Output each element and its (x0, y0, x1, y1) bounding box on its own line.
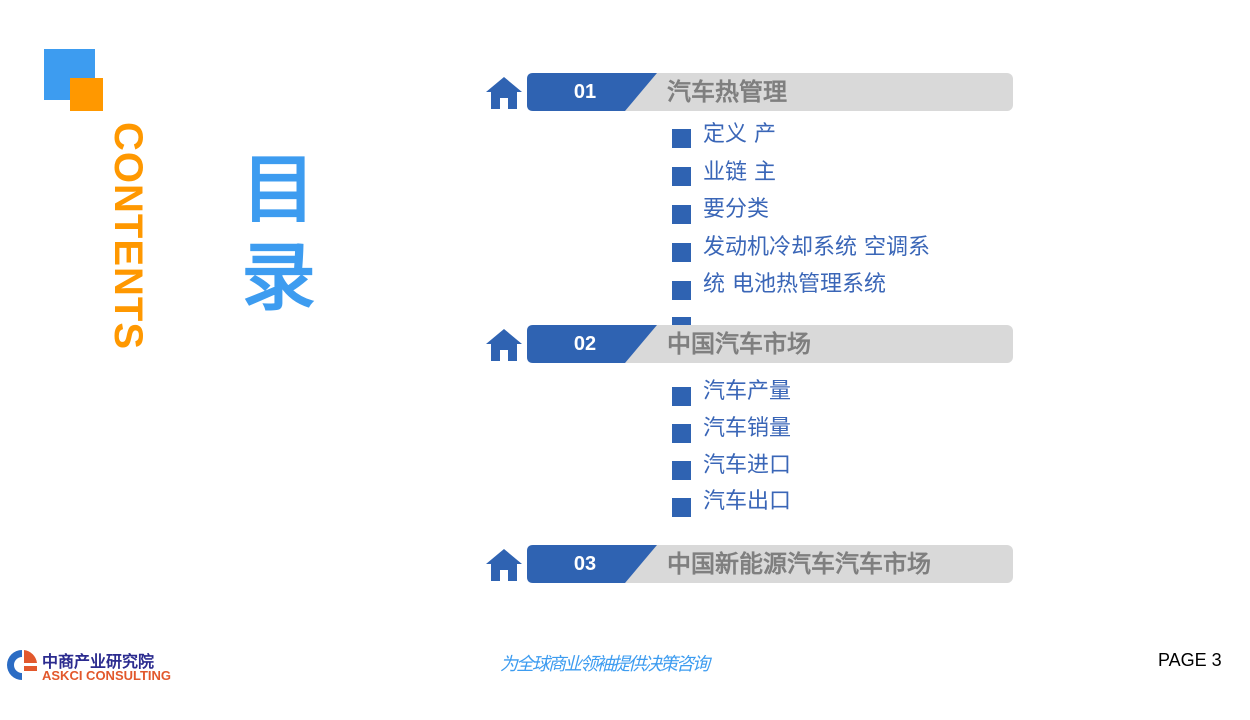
bullet-icon (672, 167, 691, 186)
logo-text-en: ASKCI CONSULTING (42, 668, 172, 683)
section-title: 中国汽车市场 (667, 330, 811, 358)
section-title: 中国新能源汽车汽车市场 (667, 550, 931, 578)
bullet-icon (672, 129, 691, 148)
list-item[interactable]: 汽车出口 (703, 489, 792, 514)
bullet-icon (672, 243, 691, 262)
section-number: 03 (573, 553, 597, 575)
bullet-icon (672, 281, 691, 300)
list-item[interactable]: 汽车进口 (703, 453, 792, 478)
list-item[interactable]: 统 电池热管理系统 (703, 272, 886, 297)
section-01[interactable]: 01 汽车热管理 (485, 73, 1015, 113)
section-03[interactable]: 03 中国新能源汽车汽车市场 (485, 545, 1015, 585)
home-icon (486, 329, 522, 361)
section-number: 01 (573, 81, 597, 103)
toc-heading: 目录 (229, 150, 315, 326)
home-icon (486, 549, 522, 581)
bullet-icon (672, 498, 691, 517)
list-item[interactable]: 发动机冷却系统 空调系 (703, 235, 930, 260)
section-number-tab (527, 73, 657, 111)
slogan: 为全球商业领袖提供决策咨询 (500, 654, 710, 675)
section-02[interactable]: 02 中国汽车市场 (485, 325, 1015, 365)
decor-square-orange (70, 78, 103, 111)
section-number-tab (527, 545, 657, 583)
home-icon (486, 77, 522, 109)
company-logo: 中商产业研究院 ASKCI CONSULTING (6, 646, 176, 686)
logo-mark-icon (7, 650, 37, 680)
contents-heading: CONTENTS (106, 122, 150, 350)
logo-text-cn: 中商产业研究院 (42, 652, 155, 671)
list-item[interactable]: 业链 主 (703, 160, 776, 185)
bullet-icon (672, 424, 691, 443)
list-item[interactable]: 汽车产量 (703, 379, 792, 404)
section-number-tab (527, 325, 657, 363)
page-number: PAGE 3 (1158, 650, 1222, 670)
list-item[interactable]: 定义 产 (703, 122, 776, 147)
section-number: 02 (573, 333, 597, 355)
bullet-icon (672, 461, 691, 480)
bullet-icon (672, 205, 691, 224)
list-item[interactable]: 要分类 (703, 197, 770, 222)
list-item[interactable]: 汽车销量 (703, 416, 792, 441)
section-title: 汽车热管理 (667, 78, 787, 106)
bullet-icon (672, 387, 691, 406)
